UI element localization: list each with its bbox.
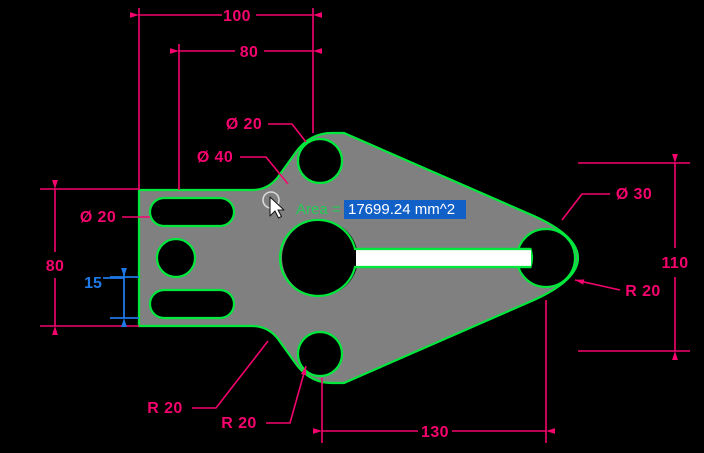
link-slot-fill: [356, 248, 531, 268]
leader-dia20-top: [268, 123, 307, 143]
hole-upper-slot[interactable]: [148, 196, 236, 228]
hole-center-and-link[interactable]: [279, 218, 533, 298]
annotation-label-dia-30: Ø 30: [616, 186, 652, 203]
annotation-dia-20-left-slot[interactable]: Ø 20: [80, 209, 150, 226]
part-outline[interactable]: [137, 131, 580, 385]
dim-label-80-left: 80: [46, 258, 65, 275]
area-value-text: 17699.24 mm^2: [348, 201, 455, 218]
area-label-text: Area =: [296, 201, 341, 218]
dimension-inner-width[interactable]: 80: [170, 44, 322, 190]
dim-label-100: 100: [223, 8, 251, 25]
annotation-dia-20-top-hole[interactable]: Ø 20: [226, 116, 307, 143]
annotation-label-dia-40: Ø 40: [197, 149, 233, 166]
circle-select-cursor-icon: [262, 191, 285, 219]
leader-dia40: [240, 156, 289, 185]
area-value-selection[interactable]: [344, 200, 466, 219]
leader-r20-lower-left: [192, 340, 269, 409]
leader-r20-right: [574, 279, 621, 291]
dim-label-130: 130: [421, 424, 449, 441]
annotation-radius-20-right[interactable]: R 20: [574, 279, 661, 300]
cursor-arrow-icon: [269, 196, 285, 219]
dimension-slot-offset[interactable]: 15: [84, 268, 139, 327]
dimension-length-bottom[interactable]: 130: [313, 300, 555, 443]
dimension-overall-height-right[interactable]: 110: [578, 154, 690, 360]
hole-left-round[interactable]: [155, 237, 197, 279]
annotation-label-dia-20-top: Ø 20: [226, 116, 262, 133]
hole-bottom[interactable]: [296, 330, 344, 378]
dim-label-110: 110: [661, 255, 688, 272]
annotation-dia-40-center[interactable]: Ø 40: [197, 149, 289, 185]
annotation-dia-30-right-hole[interactable]: Ø 30: [561, 186, 652, 221]
hole-lower-slot[interactable]: [148, 288, 236, 320]
leader-15: [103, 271, 125, 279]
annotation-label-r20-right: R 20: [625, 283, 660, 300]
leader-r20-lower-mid: [266, 365, 307, 424]
annotation-label-dia-20-left: Ø 20: [80, 209, 116, 226]
dimension-overall-width[interactable]: 100: [130, 8, 322, 190]
leader-dia30: [561, 193, 610, 221]
annotation-label-r20-lower-mid: R 20: [221, 415, 256, 432]
area-measurement[interactable]: Area = 17699.24 mm^2: [296, 200, 466, 219]
annotation-radius-20-lower-left[interactable]: R 20: [147, 340, 269, 417]
annotation-label-r20-lower-left: R 20: [147, 400, 182, 417]
dim-label-15: 15: [84, 275, 102, 292]
hole-top[interactable]: [296, 137, 344, 185]
annotation-radius-20-lower-mid[interactable]: R 20: [221, 365, 307, 432]
dim-label-80-top: 80: [240, 44, 259, 61]
